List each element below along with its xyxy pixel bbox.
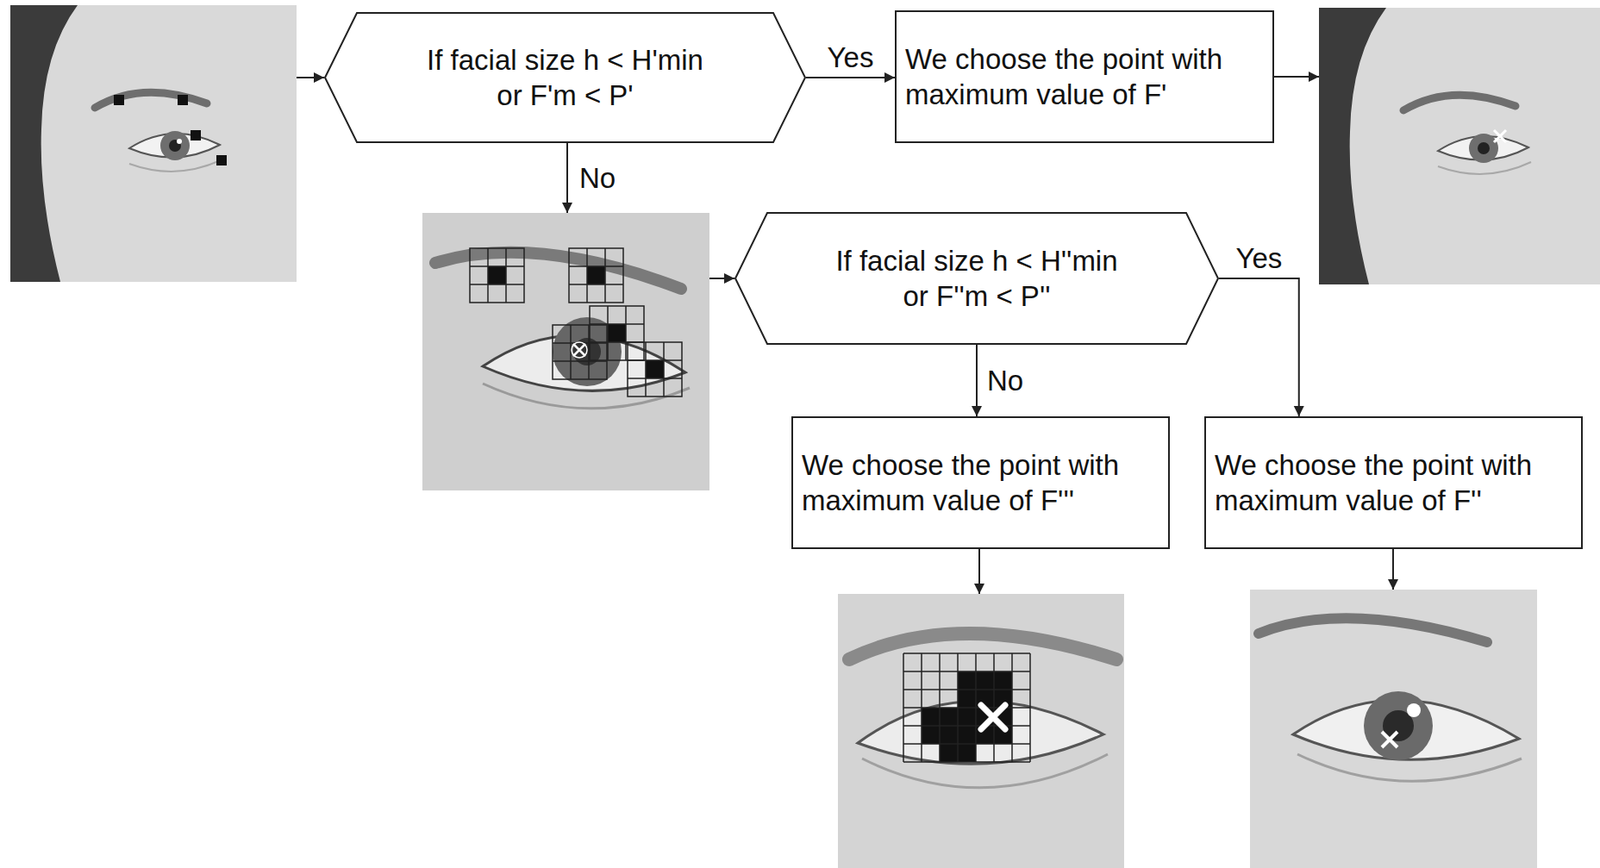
photo-ground [837,593,1125,868]
eye [857,700,1104,764]
process-box: We choose the point with maximum value o… [1204,416,1583,550]
text-group: If facial size h < H''min or F''m < P'' [830,243,1124,315]
text-group: We choose the point with maximum value o… [801,447,1160,519]
result-mark [981,705,1006,730]
hair [1318,7,1387,285]
edge-label: No [985,362,1025,399]
hexagon-shape [735,212,1219,344]
iris [160,131,190,161]
photo-ground [422,212,710,491]
eye-crease [129,159,223,172]
process-box: We choose the point with maximum value o… [791,416,1170,550]
flow-arrow [709,277,735,280]
highlight [1406,703,1421,718]
connector-arrow [1218,278,1300,417]
iris [1468,133,1499,163]
face-photo [1318,7,1600,285]
photo-ground [1318,7,1600,285]
pupil [1477,142,1490,155]
photo-ground [10,5,297,282]
result-mark [1381,731,1398,748]
candidate-point [113,94,125,106]
process-box: We choose the point with maximum value o… [894,10,1275,144]
text-group: We choose the point with maximum value o… [1214,447,1573,519]
candidate-point [190,130,201,141]
pixel-grid [903,653,1031,763]
pixel-grid [589,306,644,361]
pixel-grid [469,248,525,303]
hexagon-outline [734,212,1219,345]
highlight [176,138,182,144]
node-text: If facial size h < H'min or F'm < P' [418,42,713,114]
decision-hexagon: If facial size h < H''min or F''m < P'' [734,212,1219,345]
eye-closeup [422,212,710,491]
eyebrow [1403,94,1516,111]
eyebrow [435,252,682,289]
cross-ring [571,342,588,358]
eye-crease [1297,754,1522,782]
eye-crease [1437,162,1532,175]
text-group: If facial size h < H'min or F'm < P' [418,42,713,114]
decision-hexagon: If facial size h < H'min or F'm < P' [324,12,807,144]
eye-crease [862,754,1108,788]
flow-arrow [1272,75,1319,78]
eyebrow [1258,618,1488,643]
face-photo [10,5,297,282]
pixel-grid [552,325,607,380]
photo-ground [1250,589,1538,868]
connector-arrow [975,344,978,417]
edge-label: Yes [825,39,876,75]
flow-arrow [296,76,325,79]
flow-arrow [566,143,569,213]
edge-label: Yes [1233,240,1284,276]
flow-arrow [1392,549,1394,590]
node-text: We choose the point with maximum value o… [1214,447,1573,519]
node-text: If facial size h < H''min or F''m < P'' [830,243,1124,315]
candidate-point [587,266,606,285]
hexagon-shape [325,12,806,143]
candidate-point [216,155,227,166]
iris [1363,691,1433,761]
text-group: We choose the point with maximum value o… [905,41,1264,113]
candidate-point [645,360,664,379]
candidate-point [607,324,626,343]
pupil [168,139,182,152]
candidate-point [487,266,507,285]
pixel-grid [568,248,624,303]
hexagon-outline [324,12,807,144]
flow-arrow [978,549,981,594]
eye-closeup [837,593,1125,868]
node-text: We choose the point with maximum value o… [905,41,1264,113]
eye-closeup [1250,589,1538,868]
hair [10,5,78,282]
node-text: We choose the point with maximum value o… [801,447,1160,519]
eyebrow [94,92,207,108]
cross-mark [573,343,586,357]
eyebrow [849,633,1117,660]
connector-arrow [806,76,895,79]
branch-label: No [577,160,618,196]
result-mark [1493,130,1507,143]
pixel-grid [627,342,682,397]
candidate-point [177,94,188,106]
